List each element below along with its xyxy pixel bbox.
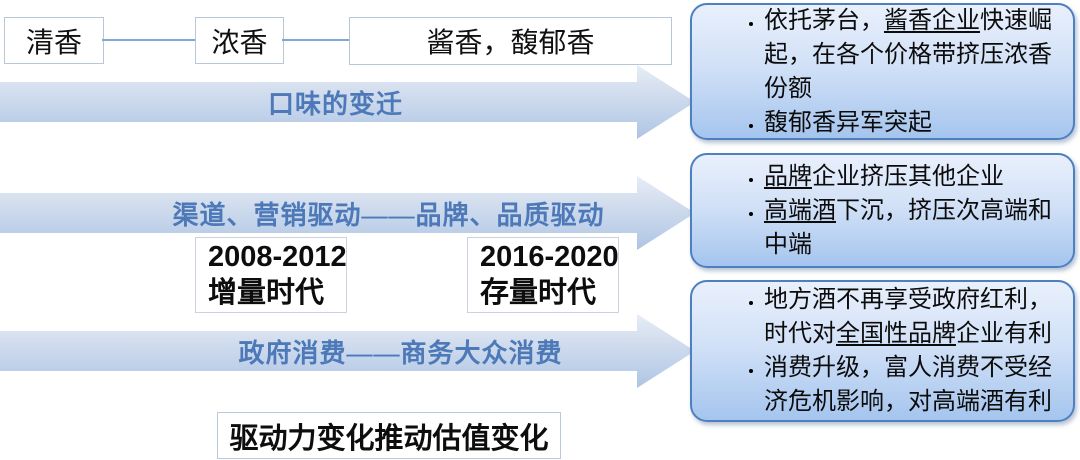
era-period: 2008-2012: [208, 241, 347, 273]
bullet-text-segment: 下沉，挤压次高端和中端: [764, 197, 1052, 258]
consumption-change-arrow: 政府消费——商务大众消费: [0, 314, 695, 388]
conclusion-box: 驱动力变化推动估值变化: [217, 412, 561, 459]
bullet-text-underlined: 酱香企业: [884, 7, 980, 34]
flavor-box-nongxiang: 浓香: [195, 17, 284, 64]
bullet-text-underlined: 全国性品牌: [836, 321, 956, 347]
bullet-item: 消费升级，富人消费不受经济危机影响，对高端酒有利: [764, 351, 1060, 419]
connector-line: [102, 39, 195, 41]
bullet-text-segment: 地方酒不再享受政府红利，时代对: [764, 287, 1052, 347]
flavor-box-label: 浓香: [211, 27, 268, 59]
arrow-label: 渠道、营销驱动——品牌、品质驱动: [172, 200, 605, 230]
bullet-text-underlined: 品牌: [764, 163, 812, 190]
bullet-list: 品牌企业挤压其他企业 高端酒下沉，挤压次高端和中端: [692, 160, 1073, 262]
bullet-item: 品牌企业挤压其他企业: [764, 160, 1060, 194]
arrow-label: 口味的变迁: [267, 89, 403, 119]
bullet-list: 依托茅台，酱香企业快速崛起，在各个价格带挤压浓香份额 馥郁香异军突起: [692, 4, 1073, 140]
connector-line: [282, 39, 349, 41]
flavor-box-label: 清香: [25, 27, 82, 59]
bullet-text-underlined: 高端酒: [764, 197, 836, 224]
era-name: 存量时代: [480, 277, 597, 309]
bullet-item: 高端酒下沉，挤压次高端和中端: [764, 194, 1060, 262]
bullet-list: 地方酒不再享受政府红利，时代对全国性品牌企业有利 消费升级，富人消费不受经济危机…: [692, 283, 1073, 419]
bullet-text-segment: 消费升级，富人消费不受经济危机影响，对高端酒有利: [764, 355, 1052, 415]
flavor-box-qingxiang: 清香: [4, 17, 104, 64]
bullet-item: 地方酒不再享受政府红利，时代对全国性品牌企业有利: [764, 283, 1060, 351]
era-box-2008-2012: 2008-2012 增量时代: [195, 237, 347, 313]
arrow-label: 政府消费——商务大众消费: [238, 338, 563, 368]
callout-box-brand: 品牌企业挤压其他企业 高端酒下沉，挤压次高端和中端: [690, 153, 1075, 268]
bullet-item: 馥郁香异军突起: [764, 106, 1060, 140]
taste-change-arrow: 口味的变迁: [0, 65, 695, 139]
callout-box-consumption: 地方酒不再享受政府红利，时代对全国性品牌企业有利 消费升级，富人消费不受经济危机…: [690, 280, 1075, 422]
bullet-text-segment: 企业有利: [956, 321, 1052, 347]
era-box-2016-2020: 2016-2020 存量时代: [467, 237, 619, 313]
callout-box-taste: 依托茅台，酱香企业快速崛起，在各个价格带挤压浓香份额 馥郁香异军突起: [690, 3, 1075, 140]
flavor-box-jiangxiang: 酱香，馥郁香: [349, 17, 672, 65]
bullet-text-segment: 馥郁香异军突起: [764, 109, 932, 136]
era-period: 2016-2020: [480, 241, 619, 273]
era-name: 增量时代: [208, 277, 325, 309]
conclusion-label: 驱动力变化推动估值变化: [229, 422, 549, 455]
bullet-text-segment: 企业挤压其他企业: [812, 163, 1004, 190]
bullet-text-segment: 依托茅台，: [764, 7, 884, 34]
bullet-item: 依托茅台，酱香企业快速崛起，在各个价格带挤压浓香份额: [764, 4, 1060, 106]
flavor-box-label: 酱香，馥郁香: [426, 28, 595, 59]
bullet-text-segment: 快速崛起，在各个价格带挤压浓香份额: [764, 7, 1052, 102]
